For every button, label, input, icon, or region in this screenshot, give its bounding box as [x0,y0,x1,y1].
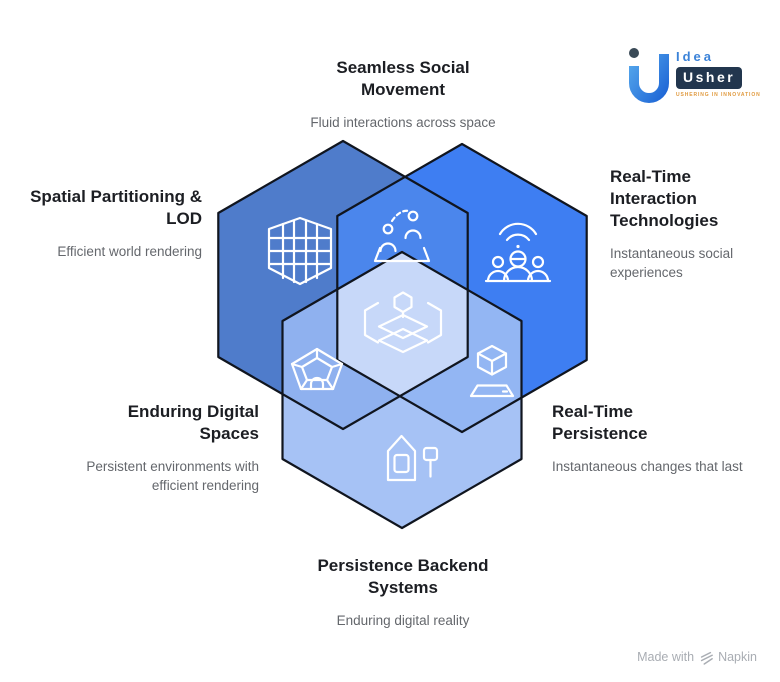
label-subtitle: Fluid interactions across space [310,115,496,131]
label-subtitle: Efficient world rendering [57,244,202,260]
watermark-prefix: Made with [637,650,695,664]
cube-platform-icon [469,344,515,398]
label-title: Seamless Social Movement [336,58,470,100]
avatar-transfer-icon [373,209,431,263]
rocket-server-icon [386,434,439,482]
logo-word-idea: Idea [676,49,715,64]
outline-spatial-partitioning [217,139,469,431]
napkin-logo-icon [700,651,713,665]
idea-usher-u-icon [629,48,669,103]
label-subtitle: Persistent environments with efficient r… [86,459,259,494]
stadium-icon [290,347,344,391]
label-title: Enduring Digital Spaces [127,402,259,444]
label-enduring-digital-spaces: Enduring Digital Spaces Persistent envir… [57,401,259,496]
overlap-core [337,252,468,396]
layered-scene-icon [363,291,443,354]
logo-tagline: USHERING IN INNOVATION [676,91,761,98]
label-subtitle: Instantaneous social experiences [610,246,734,281]
outline-realtime-interaction [336,142,588,434]
napkin-watermark[interactable]: Made with Napkin [637,649,757,665]
logo-word-usher: Usher [676,67,743,89]
label-title: Spatial Partitioning & LOD [30,187,202,229]
idea-usher-logo: Idea Usher USHERING IN INNOVATION [626,45,761,103]
label-spatial-partitioning: Spatial Partitioning & LOD Efficient wor… [10,186,202,261]
label-subtitle: Enduring digital reality [336,613,470,629]
wireframe-grid-icon [267,216,333,286]
label-seamless-social-movement: Seamless Social Movement Fluid interacti… [253,57,553,132]
idea-usher-wordmark: Idea Usher USHERING IN INNOVATION [676,45,761,98]
outline-persistence-backend [281,250,523,530]
label-title: Persistence Backend Systems [317,556,489,598]
label-persistence-backend: Persistence Backend Systems Enduring dig… [253,555,553,630]
label-title: Real-Time Interaction Technologies [610,167,719,231]
label-realtime-interaction: Real-Time Interaction Technologies Insta… [610,166,778,283]
label-subtitle: Instantaneous changes that last [552,459,743,475]
label-realtime-persistence: Real-Time Persistence Instantaneous chan… [552,401,752,476]
label-title: Real-Time Persistence [552,402,648,444]
watermark-brand: Napkin [718,650,757,664]
wifi-group-icon [484,222,552,283]
